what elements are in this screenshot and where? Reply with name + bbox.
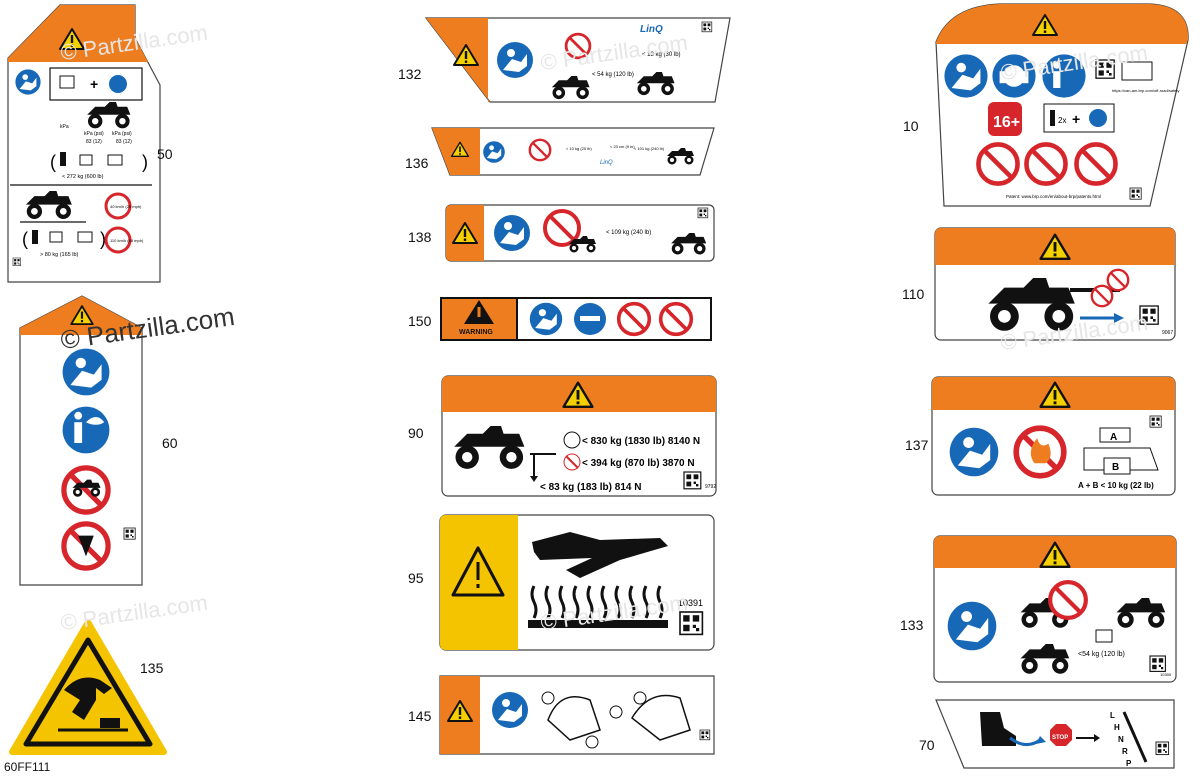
decal-132: LinQ < 13 kg (30 lb) < 54 kg (120 lb)	[424, 17, 731, 103]
decal-145	[439, 675, 715, 755]
label-136-brand: LinQ	[600, 160, 613, 166]
label-137-a: A	[1110, 432, 1117, 443]
decal-50: + kPa kPa (psi) kPa (psi) 83 (12) 83 (12…	[7, 4, 161, 283]
callout-95: 95	[408, 570, 424, 586]
callout-136: 136	[405, 155, 429, 171]
label-136-load-1: < 10 kg (20 lb)	[566, 146, 592, 151]
callout-60: 60	[162, 435, 178, 451]
decal-110: 9067	[934, 227, 1176, 341]
callout-10: 10	[903, 118, 919, 134]
label-70-l: L	[1110, 711, 1115, 720]
label-speed-1: 40 km/h (25 mph)	[110, 204, 142, 209]
callout-138: 138	[408, 229, 432, 245]
label-90-row1: < 830 kg (1830 lb) 8140 N	[582, 436, 700, 447]
label-137-formula: A + B < 10 kg (22 lb)	[1078, 481, 1154, 490]
svg-text:+: +	[90, 76, 98, 92]
decal-10: https://can-am.brp.com/off-road/safety 1…	[935, 3, 1189, 207]
decal-137: A B A + B < 10 kg (22 lb)	[931, 376, 1176, 496]
callout-145: 145	[408, 708, 432, 724]
label-max-load-1: < 272 kg (600 lb)	[62, 174, 104, 180]
label-10-url: https://can-am.brp.com/off-road/safety	[1112, 88, 1180, 93]
svg-text:(: (	[22, 229, 28, 249]
callout-90: 90	[408, 425, 424, 441]
svg-text:(: (	[50, 152, 56, 172]
label-150-warning: WARNING	[459, 329, 493, 336]
decal-138: < 109 kg (240 lb)	[445, 204, 715, 262]
callout-110: 110	[902, 286, 925, 302]
decal-135	[9, 619, 167, 755]
label-70-p: P	[1126, 759, 1132, 768]
decal-90: < 830 kg (1830 lb) 8140 N < 394 kg (870 …	[441, 375, 717, 497]
decal-70: STOP L H N R P	[935, 699, 1175, 769]
label-132-brand: LinQ	[640, 24, 663, 35]
label-90-row2: < 394 kg (870 lb) 3870 N	[582, 458, 695, 469]
callout-135: 135	[140, 660, 164, 676]
label-90-code: 9792	[705, 484, 716, 490]
label-10-age: 16+	[993, 114, 1020, 131]
label-132-load-top: < 13 kg (30 lb)	[642, 52, 681, 58]
svg-text:): )	[100, 229, 106, 249]
label-136-load-3: < 101 kg (240 lb)	[634, 146, 665, 151]
label-110-code: 9067	[1162, 330, 1173, 336]
label-speed-2: 110 km/h (68 mph)	[110, 238, 144, 243]
callout-50: 50	[157, 146, 173, 162]
label-pressure-2: 83 (12)	[116, 139, 132, 145]
label-kpa-psi-1: kPa (psi)	[84, 131, 104, 137]
callout-150: 150	[408, 313, 432, 329]
callout-133: 133	[900, 617, 924, 633]
label-kpa: kPa	[60, 124, 69, 130]
label-95-code: 10391	[678, 598, 703, 608]
label-pressure-1: 83 (12)	[86, 139, 102, 145]
svg-text:+: +	[1072, 111, 1080, 127]
label-133-load: <54 kg (120 lb)	[1078, 651, 1125, 658]
label-132-load-bottom: < 54 kg (120 lb)	[592, 72, 634, 78]
label-133-code: 10390	[1160, 672, 1172, 677]
label-136-load-2: < 23 cm (9 in)	[610, 144, 635, 149]
label-70-r: R	[1122, 747, 1128, 756]
diagram-code: 60FF111	[4, 760, 51, 774]
label-70-stop: STOP	[1052, 735, 1068, 741]
label-70-h: H	[1114, 723, 1120, 732]
label-10-times: 2x	[1058, 116, 1066, 125]
svg-text:): )	[142, 152, 148, 172]
callout-137: 137	[905, 437, 929, 453]
label-kpa-psi-2: kPa (psi)	[112, 131, 132, 137]
decal-95: 10391	[439, 514, 715, 651]
decal-150: WARNING	[440, 297, 712, 341]
label-70-n: N	[1118, 735, 1124, 744]
decal-136: < 10 kg (20 lb) < 23 cm (9 in) LinQ < 10…	[431, 127, 715, 176]
callout-70: 70	[919, 737, 935, 753]
label-10-patent: Patent: www.brp.com/en/about-brp/patents…	[1006, 194, 1101, 199]
callout-132: 132	[398, 66, 422, 82]
label-138-load: < 109 kg (240 lb)	[606, 230, 651, 236]
label-137-b: B	[1112, 462, 1119, 473]
label-min-load-2: > 80 kg (165 lb)	[40, 252, 79, 258]
decal-60	[19, 295, 143, 586]
label-90-row3: < 83 kg (183 lb) 814 N	[540, 482, 641, 493]
decal-133: <54 kg (120 lb) 10390	[933, 535, 1177, 683]
